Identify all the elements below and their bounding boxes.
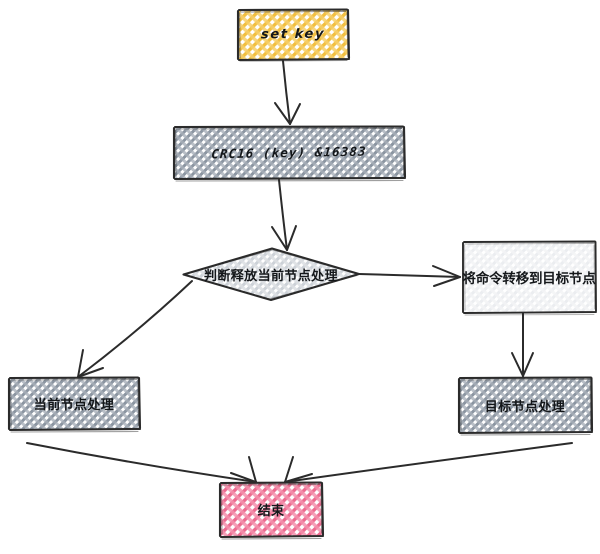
edge-decision-to-forward [358, 265, 461, 287]
node-crc16[interactable] [172, 125, 407, 182]
edge-local-to-end [26, 442, 257, 483]
edge-forward-to-target [511, 312, 534, 377]
edge-decision-to-local [77, 280, 193, 378]
node-start[interactable] [236, 8, 351, 62]
node-target-process[interactable] [457, 376, 594, 436]
node-decision[interactable] [182, 247, 361, 302]
edge-target-to-end [284, 442, 573, 483]
node-end[interactable] [218, 481, 325, 540]
node-forward-command[interactable] [462, 240, 597, 316]
node-local-process[interactable] [7, 376, 142, 433]
edge-start-to-crc [274, 60, 301, 125]
edge-crc-to-decision [271, 179, 297, 251]
